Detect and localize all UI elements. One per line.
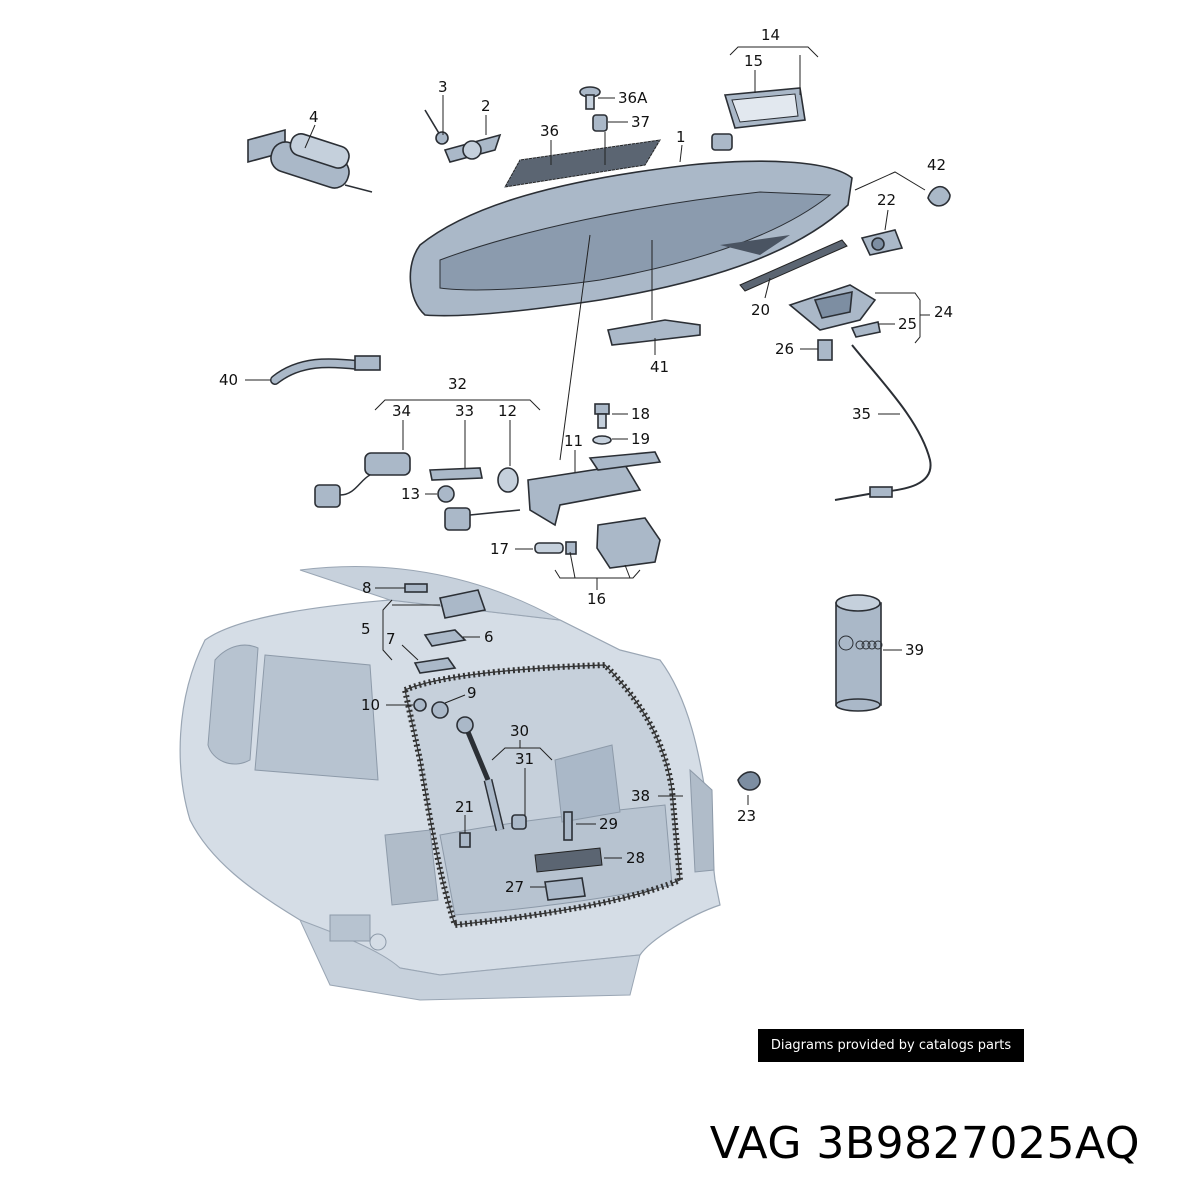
grommet-42 <box>927 185 951 207</box>
label-5: 5 <box>361 620 371 638</box>
leader-lines <box>245 46 930 888</box>
nut-9 <box>431 701 449 719</box>
label-1: 1 <box>676 128 686 146</box>
actuator-16 <box>534 517 661 569</box>
label-19: 19 <box>631 430 650 448</box>
bolt-26 <box>817 339 833 361</box>
screw-29 <box>563 811 573 841</box>
nut-10 <box>413 698 427 712</box>
tailgate-panel <box>409 160 853 317</box>
label-41: 41 <box>650 358 669 376</box>
label-22: 22 <box>877 191 896 209</box>
label-39: 39 <box>905 641 924 659</box>
label-8: 8 <box>362 579 372 597</box>
label-9: 9 <box>467 684 477 702</box>
buffer-23 <box>737 771 761 791</box>
label-23: 23 <box>737 807 756 825</box>
light-unit <box>711 87 806 151</box>
label-11: 11 <box>564 432 583 450</box>
strip-20 <box>739 239 848 292</box>
bolt-21 <box>459 832 471 848</box>
label-4: 4 <box>309 108 319 126</box>
label-15: 15 <box>744 52 763 70</box>
label-12: 12 <box>498 402 517 420</box>
latch-27 <box>544 877 586 901</box>
bracket-11 <box>527 451 662 527</box>
label-27: 27 <box>505 878 524 896</box>
gas-strut-30 <box>456 716 505 832</box>
plate-6 <box>423 629 467 647</box>
label-7: 7 <box>386 630 396 648</box>
washer-19 <box>592 435 612 445</box>
paint-can-39 <box>835 594 883 712</box>
part-number: VAG 3B9827025AQ <box>709 1118 1140 1169</box>
label-17: 17 <box>490 540 509 558</box>
clip-25 <box>850 321 881 338</box>
label-14: 14 <box>761 26 780 44</box>
plate-7 <box>413 657 457 674</box>
label-28: 28 <box>626 849 645 867</box>
label-24: 24 <box>934 303 953 321</box>
label-31: 31 <box>515 750 534 768</box>
credit-banner: Diagrams provided by catalogs parts <box>758 1029 1024 1062</box>
label-37: 37 <box>631 113 650 131</box>
label-36a: 36A <box>618 89 648 107</box>
label-30: 30 <box>510 722 529 740</box>
nut-13 <box>437 485 455 503</box>
label-3: 3 <box>438 78 448 96</box>
harness-40 <box>270 355 381 385</box>
label-33: 33 <box>455 402 474 420</box>
mesh-pad-part <box>504 139 661 188</box>
label-21: 21 <box>455 798 474 816</box>
cap-31 <box>511 814 527 830</box>
callout-labels: 1 2 3 4 5 6 7 8 9 10 11 12 13 14 15 16 1… <box>219 26 953 896</box>
bolt-8 <box>404 583 428 593</box>
label-13: 13 <box>401 485 420 503</box>
label-35: 35 <box>852 405 871 423</box>
label-42: 42 <box>927 156 946 174</box>
label-32: 32 <box>448 375 467 393</box>
label-40: 40 <box>219 371 238 389</box>
pin-part <box>424 109 449 145</box>
label-25: 25 <box>898 315 917 333</box>
label-20: 20 <box>751 301 770 319</box>
label-29: 29 <box>599 815 618 833</box>
label-10: 10 <box>361 696 380 714</box>
label-38: 38 <box>631 787 650 805</box>
label-36: 36 <box>540 122 559 140</box>
label-16: 16 <box>587 590 606 608</box>
part-33 <box>429 467 483 481</box>
bracket-41 <box>607 319 701 346</box>
bolt-18 <box>594 403 610 429</box>
damper-part <box>247 128 373 193</box>
motor-34 <box>314 452 411 508</box>
bolt-36a <box>579 86 601 110</box>
striker-28 <box>534 847 603 873</box>
label-34: 34 <box>392 402 411 420</box>
bracket-part <box>443 133 502 163</box>
clip-37 <box>592 114 608 132</box>
label-2: 2 <box>481 97 491 115</box>
cable-35 <box>834 344 932 501</box>
ring-12 <box>497 467 519 493</box>
label-6: 6 <box>484 628 494 646</box>
switch-22 <box>860 229 904 256</box>
label-18: 18 <box>631 405 650 423</box>
lock-24 <box>788 284 877 331</box>
plug-part <box>444 507 521 531</box>
hinge-5 <box>439 589 487 619</box>
label-26: 26 <box>775 340 794 358</box>
credit-text: Diagrams provided by catalogs parts <box>770 1038 1012 1053</box>
